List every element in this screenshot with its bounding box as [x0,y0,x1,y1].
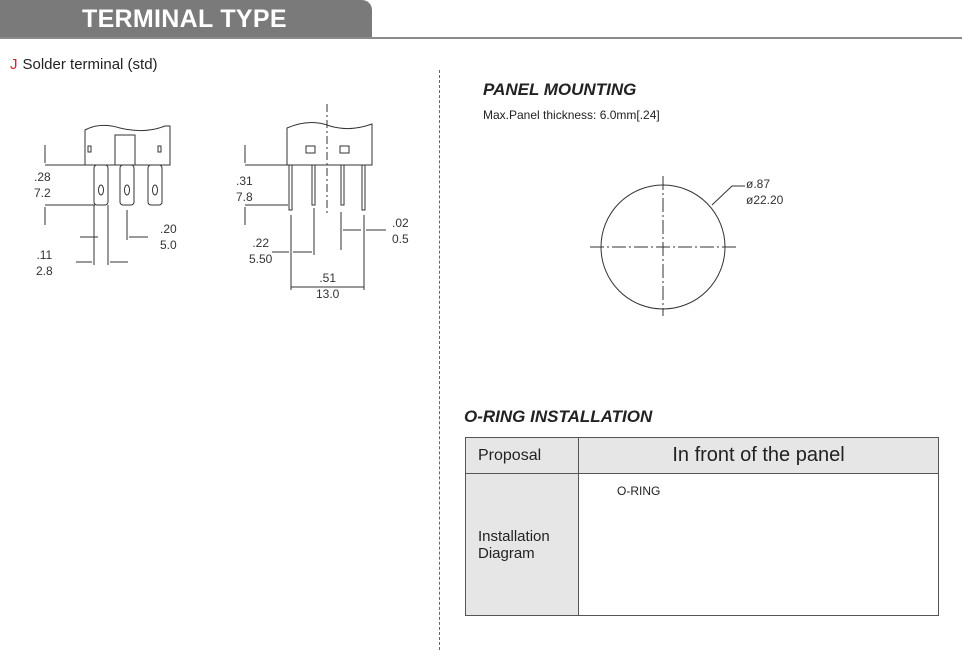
side-terminal-hole [124,184,130,196]
section-title: TERMINAL TYPE [82,5,287,33]
panel-mounting-title: PANEL MOUNTING [483,80,637,99]
front-pin [340,164,345,206]
front-pin [361,164,366,211]
table-header-front-of-panel: In front of the panel [578,437,939,474]
side-view-window [114,134,136,166]
side-terminal-hole [152,184,158,196]
front-pin [288,164,293,211]
oring-title: O-RING INSTALLATION [464,407,653,426]
panel-thickness-note: Max.Panel thickness: 6.0mm[.24] [483,108,660,122]
leader-line [711,185,745,206]
front-view-led [305,145,316,154]
side-terminal [93,164,109,206]
side-terminal-hole [98,184,104,196]
terminal-code: J [10,56,18,73]
column-divider [439,70,440,650]
section-header-tab [0,0,372,38]
terminal-label: Solder terminal (std) [22,56,158,73]
front-pin [311,164,316,206]
table-header-proposal: Proposal [465,437,579,474]
side-terminal [119,164,135,206]
side-view-mark [87,145,92,153]
side-view-mark [157,145,162,153]
front-view-led [339,145,350,154]
installation-diagram-cell [578,473,939,616]
side-terminal [147,164,163,206]
header-rule [0,37,962,39]
oring-table: Proposal In front of the panel Installat… [465,437,939,616]
oring-callout-label: O-RING [617,484,661,498]
front-view-body [286,122,373,166]
